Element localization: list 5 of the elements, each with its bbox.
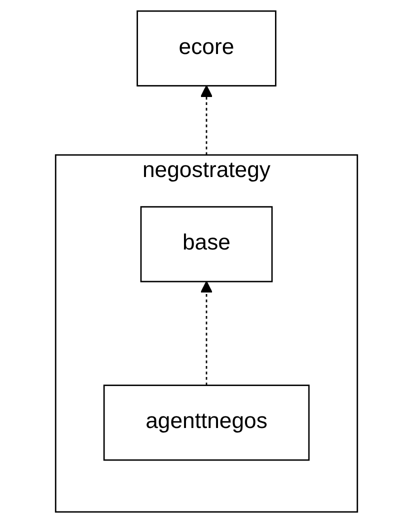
arrow — [200, 85, 213, 155]
arrow — [200, 281, 213, 386]
node-box: base — [140, 206, 273, 282]
node-box: agenttnegos — [103, 384, 310, 461]
node-box: ecore — [136, 10, 276, 86]
